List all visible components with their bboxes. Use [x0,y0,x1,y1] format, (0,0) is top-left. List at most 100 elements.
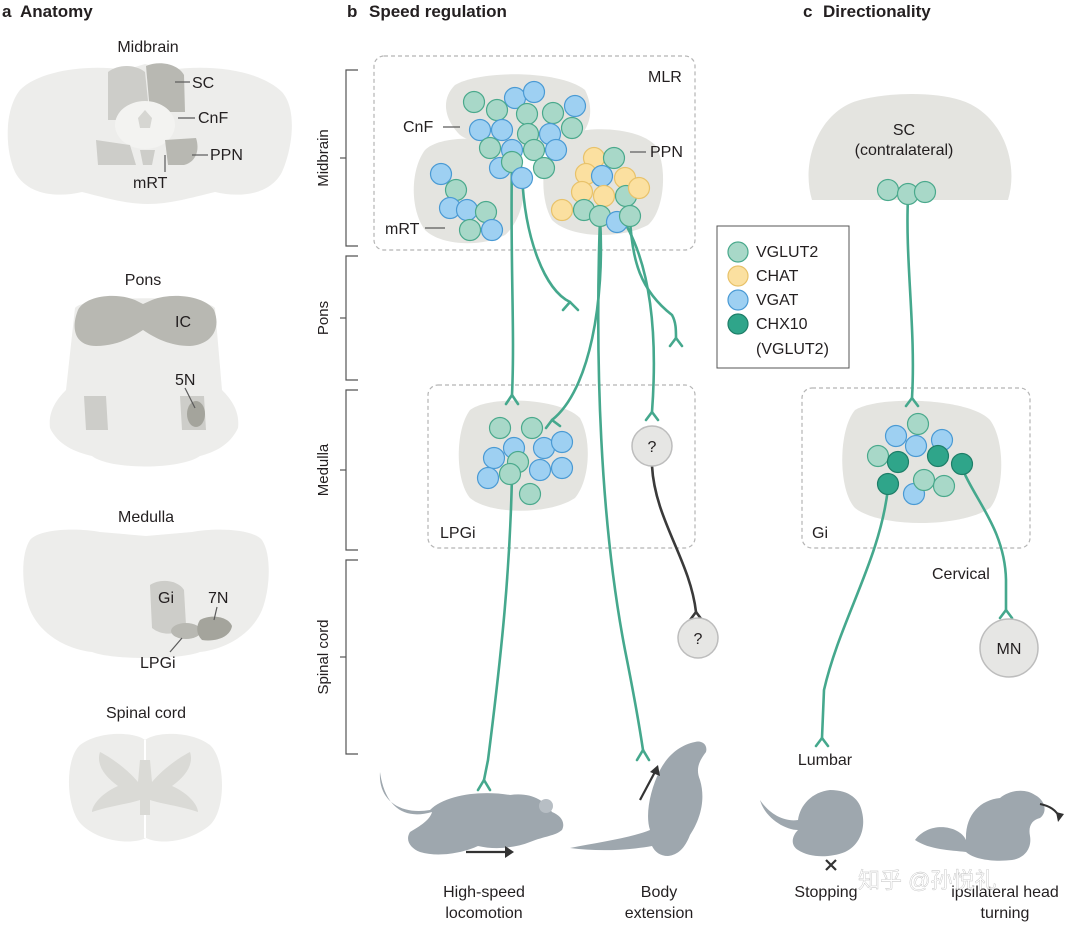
bracket-pons [345,255,358,381]
lpgi-label: LPGi [440,525,476,542]
legend-swatch-chx10 [727,313,749,335]
neuron-cells-b [429,80,651,506]
cell-b-vglut2-28 [602,146,626,170]
legend-swatch-vgat [727,289,749,311]
cell-lpgi-vgat-4 [550,430,574,454]
cnf-label: CnF [403,119,433,136]
axon-ppn-pons [628,216,678,340]
bracket-midbrain [345,69,358,247]
cell-c-vglut2-2 [913,180,937,204]
label-ppn: PPN [210,147,243,164]
axon-cnf-lpgi [510,160,515,397]
panel-c-title: Directionality [823,2,931,21]
cell-lpgi-vgat-8 [550,456,574,480]
panel-c-letter: c [803,2,812,21]
cell-c-vgat-4 [884,424,908,448]
legend-extra: (VGLUT2) [756,341,829,358]
legend-swatch-chat [727,265,749,287]
cell-b-chat-33 [592,184,616,208]
cell-c-vgat-8 [904,434,928,458]
bracket-medulla [345,389,358,551]
cell-c-chx10-11 [876,472,900,496]
turn-line2: turning [981,905,1030,922]
cell-b-vgat-8 [490,118,514,142]
legend-label-chat: CHAT [756,268,799,285]
region-midbrain: Midbrain [315,129,332,187]
label-gi: Gi [158,590,174,607]
unknown-label-2: ? [694,631,703,648]
cell-lpgi-vglut2-10 [498,462,522,486]
axons-b [482,160,698,782]
axons-c [814,196,1014,748]
leader-5n [184,387,196,409]
axon-ppn-medq [618,213,656,414]
label-ic: IC [175,314,191,331]
midbrain-title: Midbrain [117,39,178,56]
cell-lpgi-vgat-5 [482,446,506,470]
panel-b-title: Speed regulation [369,2,507,21]
cell-b-vgat-26 [480,218,504,242]
cell-c-vglut2-13 [912,468,936,492]
unknown-node-1 [631,425,673,467]
spinal-title: Spinal cord [106,705,186,722]
gi-label: Gi [812,525,828,542]
neuron-cells-c [866,178,974,506]
cervical-label: Cervical [932,566,990,583]
mlr-box [373,55,696,251]
pons-section: Pons IC 5N [49,272,239,467]
legend-swatch-vglut2 [727,241,749,263]
label-lpgi: LPGi [140,655,176,672]
legend-label-vglut2: VGLUT2 [756,244,818,261]
cell-b-vgat-23 [455,198,479,222]
axon-ppn-lpgi [550,216,603,422]
axon-question [650,464,698,614]
cell-b-vgat-4 [563,94,587,118]
region-pons: Pons [315,301,332,335]
cell-lpgi-vgat-9 [476,466,500,490]
lumbar-label: Lumbar [798,752,853,769]
cell-b-vglut2-17 [500,150,524,174]
sc-line1: SC [893,122,915,139]
label-sc: SC [192,75,214,92]
medulla-title: Medulla [118,509,174,526]
panel-a-title: Anatomy [20,2,93,21]
unknown-node-2 [677,617,719,659]
cell-lpgi-vglut2-0 [488,416,512,440]
cell-lpgi-vgat-7 [528,458,552,482]
gi-box [801,387,1031,549]
mouse-standing-icon [570,741,707,856]
label-mrt: mRT [133,175,168,192]
axon-ppn-spinal [596,216,645,752]
cell-b-vglut2-11 [560,116,584,140]
panel-b-letter: b [347,2,357,21]
cell-b-vgat-20 [429,162,453,186]
sc-blob [808,94,1012,200]
cell-b-vglut2-25 [458,218,482,242]
axon-lpgi-spinal [482,473,514,782]
region-brackets: Midbrain Pons Medulla Spinal cord [315,69,358,755]
cell-c-vglut2-6 [866,444,890,468]
cell-b-chat-36 [550,198,574,222]
mouse-stopping-icon [760,790,864,871]
cell-lpgi-vglut2-1 [520,416,544,440]
sc-line2: (contralateral) [855,142,954,159]
ppn-label: PPN [650,144,683,161]
region-medulla: Medulla [315,443,332,496]
cell-c-vglut2-14 [932,474,956,498]
cell-b-vglut2-40 [618,204,642,228]
synapse-terminals-b [476,300,704,792]
medulla-section: Medulla Gi 7N LPGi [23,509,269,672]
watermark: 知乎 @孙悦礼 [858,868,996,893]
label-5n: 5N [175,372,195,389]
cell-c-vglut2-0 [876,178,900,202]
cell-c-chx10-7 [886,450,910,474]
cell-c-chx10-10 [950,452,974,476]
cell-b-vgat-19 [510,166,534,190]
panel-a-letter: a [2,2,12,21]
out2-line1: Body [641,884,677,901]
cell-b-vgat-15 [544,138,568,162]
bracket-spinal [345,559,358,755]
label-7n: 7N [208,590,228,607]
